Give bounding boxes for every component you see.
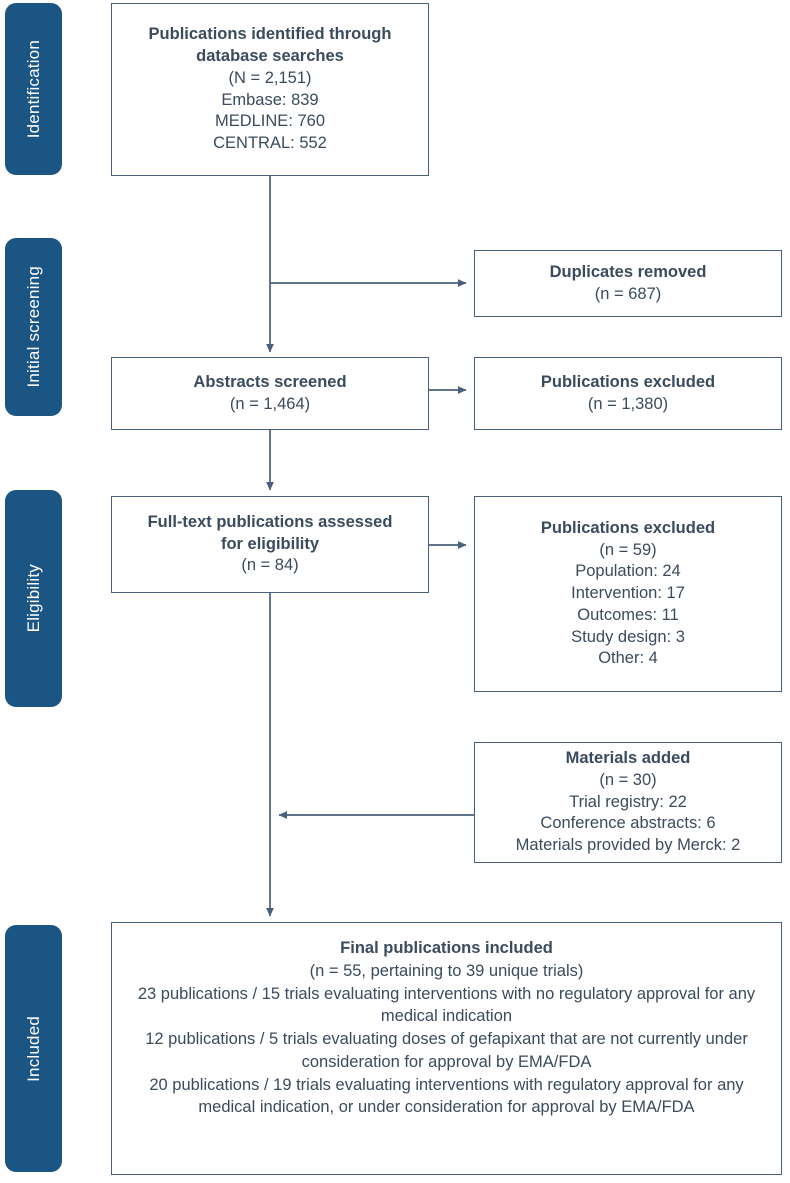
materials-source-trial-registry: Trial registry: 22 bbox=[569, 792, 687, 811]
stage-pill-initial-screening: Initial screening bbox=[5, 238, 62, 416]
fulltext-count: (n = 84) bbox=[241, 556, 299, 575]
abstracts-title: Abstracts screened bbox=[193, 372, 347, 391]
fulltext-title-line1: Full-text publications assessed bbox=[147, 512, 393, 531]
box-publications-excluded-abstracts: Publications excluded (n = 1,380) bbox=[474, 357, 782, 430]
box-fulltext-assessed: Full-text publications assessed for elig… bbox=[111, 496, 429, 593]
duplicates-count: (n = 687) bbox=[594, 284, 662, 303]
fulltext-title-line2: for eligibility bbox=[220, 534, 320, 553]
final-group-gefapixant-doses: 12 publications / 5 trials evaluating do… bbox=[145, 1030, 748, 1071]
final-group-approved: 20 publications / 19 trials evaluating i… bbox=[149, 1075, 744, 1117]
box-publications-identified: Publications identified through database… bbox=[111, 3, 429, 176]
abstracts-count: (n = 1,464) bbox=[229, 394, 311, 413]
materials-source-conference-abstracts: Conference abstracts: 6 bbox=[540, 814, 716, 833]
identified-source-embase: Embase: 839 bbox=[221, 90, 319, 109]
stage-label-initial-screening: Initial screening bbox=[24, 266, 43, 388]
materials-count: (n = 30) bbox=[599, 770, 657, 789]
box-materials-added: Materials added (n = 30) Trial registry:… bbox=[474, 742, 782, 863]
stage-pill-identification: Identification bbox=[5, 3, 62, 175]
box-duplicates-removed: Duplicates removed (n = 687) bbox=[474, 250, 782, 317]
identified-title-line1: Publications identified through bbox=[148, 25, 392, 44]
box-abstracts-screened: Abstracts screened (n = 1,464) bbox=[111, 357, 429, 430]
identified-source-medline: MEDLINE: 760 bbox=[214, 112, 326, 131]
final-group-no-approval: 23 publications / 15 trials evaluating i… bbox=[137, 984, 756, 1026]
stage-pill-included: Included bbox=[5, 925, 62, 1172]
stage-pill-eligibility: Eligibility bbox=[5, 490, 62, 707]
materials-title: Materials added bbox=[565, 749, 691, 768]
identified-total: (N = 2,151) bbox=[228, 68, 312, 87]
excluded-fulltext-count: (n = 59) bbox=[599, 540, 657, 559]
box-publications-excluded-fulltext: Publications excluded (n = 59) Populatio… bbox=[474, 496, 782, 692]
excluded-reason-study-design: Study design: 3 bbox=[571, 627, 685, 646]
final-count: (n = 55, pertaining to 39 unique trials) bbox=[309, 961, 584, 980]
box-final-publications-included: Final publications included (n = 55, per… bbox=[111, 922, 782, 1175]
materials-source-merck: Materials provided by Merck: 2 bbox=[515, 836, 741, 855]
stage-label-identification: Identification bbox=[24, 39, 43, 139]
final-title: Final publications included bbox=[340, 939, 553, 957]
excluded-abstracts-title: Publications excluded bbox=[540, 372, 716, 391]
stage-label-included: Included bbox=[24, 1015, 43, 1082]
identified-source-central: CENTRAL: 552 bbox=[213, 134, 327, 153]
excluded-reason-outcomes: Outcomes: 11 bbox=[577, 605, 679, 624]
excluded-reason-other: Other: 4 bbox=[598, 649, 658, 668]
excluded-reason-population: Population: 24 bbox=[575, 562, 681, 581]
duplicates-title: Duplicates removed bbox=[549, 262, 707, 281]
excluded-fulltext-title: Publications excluded bbox=[540, 518, 716, 537]
excluded-abstracts-count: (n = 1,380) bbox=[587, 394, 669, 413]
identified-title-line2: database searches bbox=[196, 46, 344, 65]
excluded-reason-intervention: Intervention: 17 bbox=[571, 584, 685, 603]
stage-label-eligibility: Eligibility bbox=[24, 564, 43, 633]
